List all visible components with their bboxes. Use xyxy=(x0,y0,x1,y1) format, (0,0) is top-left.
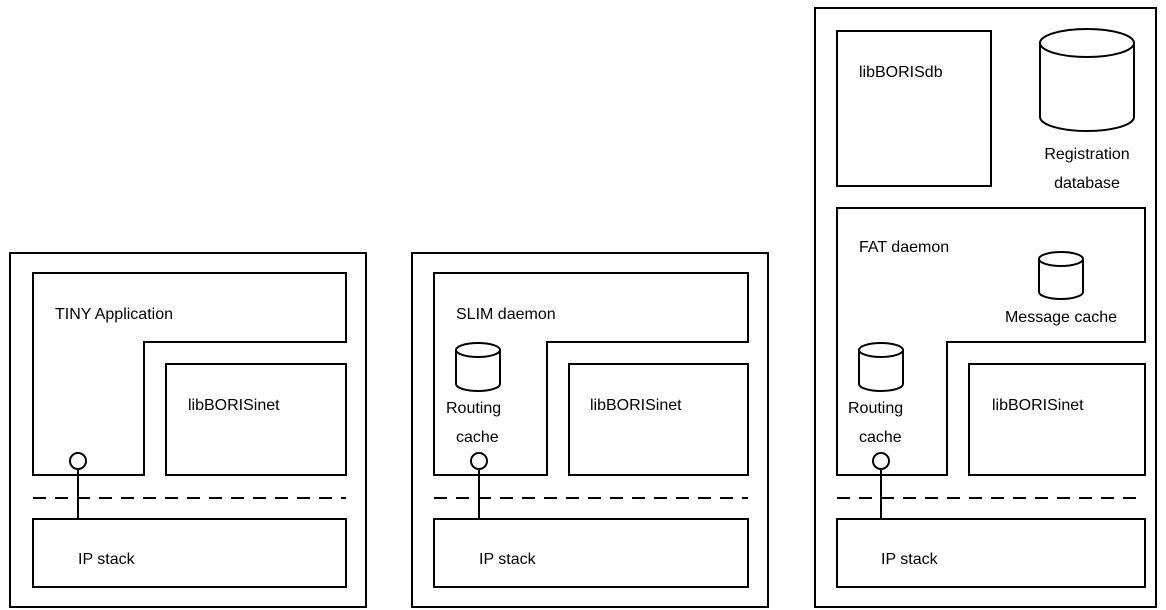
slim-routing-cache-label-1: Routing xyxy=(446,400,501,417)
tiny-libborisinet-label: libBORISinet xyxy=(188,397,280,414)
tiny-ip-stack-label: IP stack xyxy=(78,551,136,568)
fat-libborisdb-label: libBORISdb xyxy=(859,64,943,81)
registration-database-label-2: database xyxy=(1054,175,1120,192)
slim-routing-cache-icon xyxy=(455,342,501,392)
registration-database-icon xyxy=(1039,28,1135,132)
fat-libborisdb-box xyxy=(836,30,992,187)
slim-libborisinet-box xyxy=(568,363,749,476)
fat-routing-cache-label-2: cache xyxy=(859,429,902,446)
slim-daemon-label: SLIM daemon xyxy=(456,306,556,323)
tiny-ip-stack-box xyxy=(32,518,347,588)
slim-routing-cache-label-2: cache xyxy=(456,429,499,446)
message-cache-label: Message cache xyxy=(1005,309,1117,326)
tiny-application-label: TINY Application xyxy=(55,306,173,323)
tiny-libborisinet-box xyxy=(165,363,347,476)
slim-ip-stack-box xyxy=(433,518,749,588)
fat-ip-stack-label: IP stack xyxy=(881,551,939,568)
registration-database-label-1: Registration xyxy=(1044,146,1129,163)
slim-node: SLIM daemon Routing cache libBORISinet I… xyxy=(411,252,769,608)
tiny-application-box xyxy=(32,272,347,476)
fat-socket-circle xyxy=(872,452,890,470)
fat-node: libBORISdb Registration database FAT dae… xyxy=(814,7,1157,608)
fat-routing-cache-label-1: Routing xyxy=(848,400,903,417)
slim-libborisinet-label: libBORISinet xyxy=(590,397,682,414)
tiny-node: TINY Application libBORISinet IP stack xyxy=(9,252,367,608)
slim-ip-stack-label: IP stack xyxy=(479,551,537,568)
fat-daemon-label: FAT daemon xyxy=(859,239,949,256)
fat-ip-stack-box xyxy=(836,518,1146,588)
fat-daemon-box xyxy=(836,207,1146,476)
message-cache-icon xyxy=(1038,251,1084,300)
slim-daemon-box xyxy=(433,272,749,476)
tiny-socket-circle xyxy=(69,452,87,470)
slim-socket-circle xyxy=(470,452,488,470)
fat-routing-cache-icon xyxy=(858,342,904,392)
fat-libborisinet-box xyxy=(968,363,1146,476)
fat-libborisinet-label: libBORISinet xyxy=(992,397,1084,414)
